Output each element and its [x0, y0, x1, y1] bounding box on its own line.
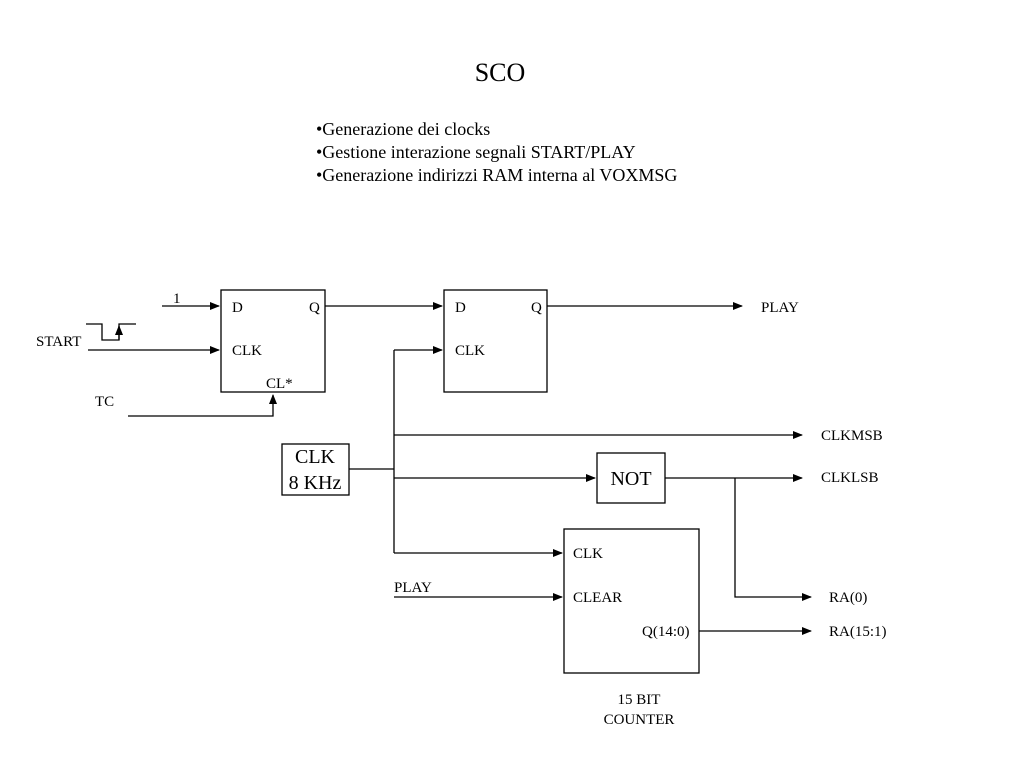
- counter-clear-label: CLEAR: [573, 590, 622, 606]
- counter-caption-line2: COUNTER: [604, 712, 675, 728]
- slide-title: SCO: [474, 58, 526, 87]
- label-play-input: PLAY: [394, 580, 432, 596]
- counter-box: [563, 528, 700, 674]
- wire-to-ra0: [734, 478, 812, 601]
- label-input-one: 1: [173, 291, 181, 307]
- bullet-item: •Generazione indirizzi RAM interna al VO…: [316, 165, 678, 185]
- counter-caption-line1: 15 BIT: [618, 692, 661, 708]
- bullet-item: •Generazione dei clocks: [316, 119, 491, 139]
- output-ra15-label: RA(15:1): [829, 624, 887, 640]
- output-clklsb-label: CLKLSB: [821, 470, 879, 486]
- ff1-d-label: D: [232, 300, 243, 316]
- output-play-label: PLAY: [761, 300, 799, 316]
- label-start: START: [36, 334, 81, 350]
- flip-flop-2: [443, 289, 548, 393]
- wire-tc-to-clear: [128, 394, 277, 417]
- bullet-list: •Generazione dei clocks •Gestione intera…: [316, 118, 677, 187]
- ff2-clk-label: CLK: [455, 343, 485, 359]
- clk-source-line2: 8 KHz: [289, 472, 342, 494]
- ff1-clk-label: CLK: [232, 343, 262, 359]
- not-gate-label: NOT: [610, 468, 651, 490]
- counter-clk-label: CLK: [573, 546, 603, 562]
- output-clkmsb-label: CLKMSB: [821, 428, 883, 444]
- clk-source-line1: CLK: [295, 446, 336, 468]
- label-tc: TC: [95, 394, 114, 410]
- start-pulse-symbol: [86, 323, 136, 341]
- counter-q-label: Q(14:0): [642, 624, 690, 640]
- flip-flop-1: [220, 289, 326, 393]
- ff2-d-label: D: [455, 300, 466, 316]
- bullet-item: •Gestione interazione segnali START/PLAY: [316, 142, 636, 162]
- ff1-clear-label: CL*: [266, 376, 293, 392]
- output-ra0-label: RA(0): [829, 590, 867, 606]
- ff2-q-label: Q: [531, 300, 542, 316]
- ff1-q-label: Q: [309, 300, 320, 316]
